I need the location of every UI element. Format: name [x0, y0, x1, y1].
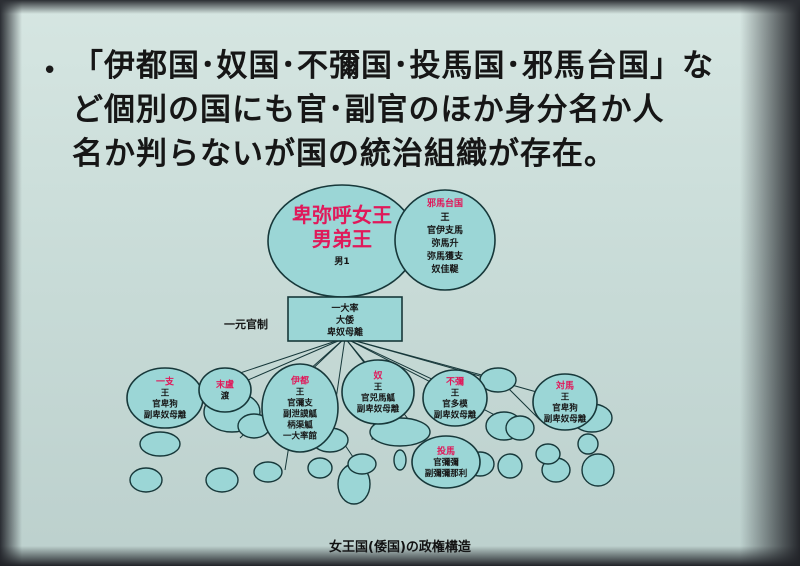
state-node-official: 王 [561, 393, 570, 403]
state-node-official: 官兕馬觚 [361, 393, 396, 404]
state-node-official: 官彌支 [287, 398, 313, 409]
minor-state-ellipse [253, 461, 283, 483]
state-node-official: 副卑奴母離 [434, 410, 477, 421]
projector-shadow-bottom [0, 546, 800, 566]
yamatai-official: 弥馬升 [431, 237, 458, 249]
minor-state-ellipse [347, 453, 377, 475]
minor-state-ellipse [393, 449, 407, 471]
minor-state-ellipse [139, 431, 181, 457]
central-office-label: 一元官制 [224, 317, 268, 331]
state-node-official: 副卑奴母離 [144, 410, 187, 421]
minor-state-ellipse [497, 453, 523, 479]
state-node-title: 一支 [156, 376, 175, 388]
minor-state-ellipse [577, 433, 599, 455]
yamatai-official: 官伊支馬 [427, 224, 463, 236]
yamatai-official: 王 [440, 212, 449, 223]
state-node-title: 投馬 [437, 445, 455, 457]
minor-state-ellipse [205, 467, 239, 493]
state-node-official: 官多模 [442, 399, 468, 410]
state-node-official: 副卑奴母離 [544, 414, 587, 425]
yamatai-title: 邪馬台国 [426, 197, 463, 209]
yamatai-official: 弥馬獲支 [427, 250, 464, 262]
queen-title: 卑弥呼女王 [292, 203, 392, 227]
state-node-official: 一大率館 [283, 431, 318, 442]
minor-state-ellipse [535, 443, 561, 465]
projector-shadow-left [0, 0, 22, 566]
state-node-title: 対馬 [555, 380, 574, 392]
projector-shadow-right [740, 0, 800, 566]
body-line-2: ど個別の国にも官･副官のほか身分名か人 [72, 92, 665, 128]
minor-state-ellipse [307, 457, 333, 479]
state-node-official: 王 [296, 388, 305, 398]
state-node-official: 官彌彌 [433, 457, 459, 468]
state-node-official: 王 [374, 383, 383, 393]
minor-state-ellipse [581, 453, 615, 487]
central-office-line: 大倭 [336, 314, 355, 326]
queen-note: 男1 [334, 256, 349, 267]
minor-state-ellipse [129, 467, 163, 493]
central-office-line: 卑奴母離 [327, 326, 363, 338]
state-node-official: 王 [161, 389, 170, 399]
central-office-line: 一大率 [331, 302, 358, 314]
yamatai-official: 奴佳鞮 [430, 263, 459, 275]
state-node-official: 副卑奴母離 [357, 404, 400, 415]
state-node-title: 奴 [372, 370, 383, 382]
state-node-official: 官卑狗 [152, 399, 178, 410]
minor-state-ellipse [505, 415, 535, 441]
body-line-1: 「伊都国･奴国･不彌国･投馬国･邪馬台国」な [72, 48, 714, 84]
state-node-official: 官卑狗 [552, 403, 578, 414]
state-node-official: 渡 [221, 391, 230, 402]
queen-brother: 男弟王 [312, 227, 372, 251]
state-node-title: 不彌 [446, 377, 464, 388]
slide-body-text: 「伊都国･奴国･不彌国･投馬国･邪馬台国」な ど個別の国にも官･副官のほか身分名… [72, 44, 732, 176]
state-node-title: 末盧 [215, 379, 234, 391]
body-line-3: 名か判らないが国の統治組織が存在。 [72, 136, 616, 172]
state-node: 末盧渡 [198, 367, 252, 413]
state-node-official: 副彌彌那利 [425, 468, 468, 479]
state-node-official: 副泄謨觚 [283, 409, 318, 420]
state-node-official: 柄渠觚 [287, 420, 313, 431]
state-node-title: 伊都 [290, 375, 309, 387]
projector-shadow-top [0, 0, 800, 14]
state-node-official: 王 [451, 389, 460, 399]
bullet-marker: • [42, 56, 58, 86]
